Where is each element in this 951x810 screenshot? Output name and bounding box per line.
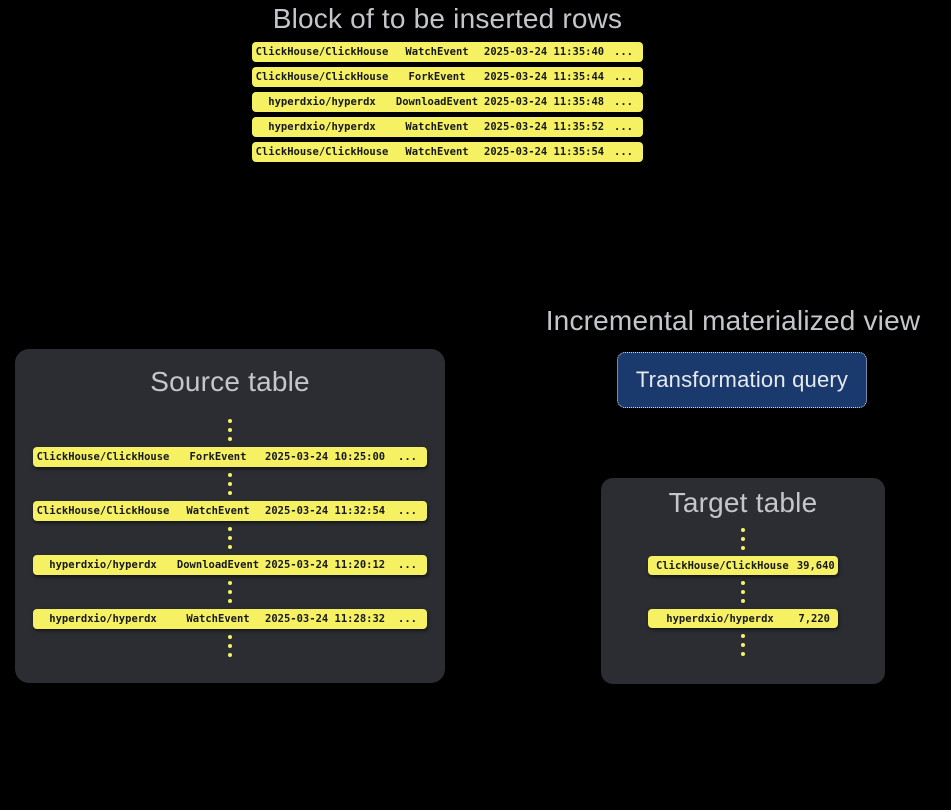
table-row: ClickHouse/ClickHouse WatchEvent 2025-03… xyxy=(252,142,643,162)
table-row: ClickHouse/ClickHouse WatchEvent 2025-03… xyxy=(252,42,643,62)
ellipsis-cell: ... xyxy=(614,96,633,108)
timestamp-cell: 2025-03-24 11:35:48 xyxy=(484,96,605,108)
dot xyxy=(741,537,745,541)
count-cell: 39,640 xyxy=(796,559,835,572)
repo-cell: ClickHouse/ClickHouse xyxy=(255,71,389,83)
ellipsis-dots xyxy=(228,635,232,657)
dot xyxy=(228,635,232,639)
dot xyxy=(228,653,232,657)
dot xyxy=(741,528,745,532)
dot xyxy=(741,634,745,638)
dot xyxy=(228,473,232,477)
timestamp-cell: 2025-03-24 11:35:54 xyxy=(484,146,605,158)
ellipsis-cell: ... xyxy=(398,613,417,625)
target-table-box: Target table ClickHouse/ClickHouse 39,64… xyxy=(601,478,885,684)
table-row: hyperdxio/hyperdx DownloadEvent 2025-03-… xyxy=(33,555,427,575)
dot xyxy=(228,527,232,531)
count-cell: 7,220 xyxy=(798,612,830,625)
dot xyxy=(228,428,232,432)
repo-cell: hyperdxio/hyperdx xyxy=(49,613,157,625)
dot xyxy=(741,599,745,603)
table-row: hyperdxio/hyperdx DownloadEvent 2025-03-… xyxy=(252,92,643,112)
table-row: hyperdxio/hyperdx WatchEvent 2025-03-24 … xyxy=(252,117,643,137)
event-cell: WatchEvent xyxy=(186,613,250,625)
repo-cell: ClickHouse/ClickHouse xyxy=(36,505,170,517)
transformation-query-button: Transformation query xyxy=(617,352,867,408)
target-table-title: Target table xyxy=(668,487,818,518)
timestamp-cell: 2025-03-24 11:35:40 xyxy=(484,46,605,58)
ellipsis-dots xyxy=(228,527,232,549)
dot xyxy=(741,546,745,550)
table-row: ClickHouse/ClickHouse ForkEvent 2025-03-… xyxy=(33,447,427,467)
event-cell: WatchEvent xyxy=(405,46,469,58)
ellipsis-dots xyxy=(741,634,745,656)
ellipsis-dots xyxy=(741,581,745,603)
dot xyxy=(228,581,232,585)
ellipsis-cell: ... xyxy=(614,146,633,158)
repo-cell: ClickHouse/ClickHouse xyxy=(656,559,789,572)
event-cell: ForkEvent xyxy=(408,71,466,83)
repo-cell: ClickHouse/ClickHouse xyxy=(255,146,389,158)
table-row: ClickHouse/ClickHouse ForkEvent 2025-03-… xyxy=(252,67,643,87)
ellipsis-cell: ... xyxy=(398,559,417,571)
event-cell: WatchEvent xyxy=(186,505,250,517)
event-cell: ForkEvent xyxy=(189,451,247,463)
repo-cell: hyperdxio/hyperdx xyxy=(666,612,774,625)
dot xyxy=(228,590,232,594)
dot xyxy=(741,581,745,585)
dot xyxy=(228,482,232,486)
ellipsis-cell: ... xyxy=(398,505,417,517)
event-cell: DownloadEvent xyxy=(176,559,260,571)
dot xyxy=(741,652,745,656)
table-row: ClickHouse/ClickHouse WatchEvent 2025-03… xyxy=(33,501,427,521)
repo-cell: ClickHouse/ClickHouse xyxy=(255,46,389,58)
ellipsis-cell: ... xyxy=(614,46,633,58)
repo-cell: hyperdxio/hyperdx xyxy=(268,121,376,133)
timestamp-cell: 2025-03-24 11:35:52 xyxy=(484,121,605,133)
dot xyxy=(228,437,232,441)
ellipsis-cell: ... xyxy=(398,451,417,463)
table-row: hyperdxio/hyperdx 7,220 xyxy=(648,609,838,628)
dot xyxy=(228,545,232,549)
table-row: hyperdxio/hyperdx WatchEvent 2025-03-24 … xyxy=(33,609,427,629)
timestamp-cell: 2025-03-24 11:32:54 xyxy=(265,505,386,517)
ellipsis-dots xyxy=(228,473,232,495)
insert-block-title: Block of to be inserted rows xyxy=(272,3,623,34)
ellipsis-dots xyxy=(741,528,745,550)
repo-cell: hyperdxio/hyperdx xyxy=(49,559,157,571)
event-cell: WatchEvent xyxy=(405,146,469,158)
source-table-title: Source table xyxy=(150,366,310,397)
dot xyxy=(228,599,232,603)
source-table-rows: ClickHouse/ClickHouse ForkEvent 2025-03-… xyxy=(33,419,427,657)
timestamp-cell: 2025-03-24 11:35:44 xyxy=(484,71,605,83)
dot xyxy=(228,419,232,423)
insert-block-rows: ClickHouse/ClickHouse WatchEvent 2025-03… xyxy=(252,42,643,167)
dot xyxy=(741,590,745,594)
event-cell: DownloadEvent xyxy=(395,96,479,108)
dot xyxy=(741,643,745,647)
materialized-view-title: Incremental materialized view xyxy=(545,305,921,336)
ellipsis-cell: ... xyxy=(614,121,633,133)
source-table-box: Source table ClickHouse/ClickHouse ForkE… xyxy=(15,349,445,683)
timestamp-cell: 2025-03-24 11:20:12 xyxy=(265,559,386,571)
ellipsis-cell: ... xyxy=(614,71,633,83)
table-row: ClickHouse/ClickHouse 39,640 xyxy=(648,556,838,575)
event-cell: WatchEvent xyxy=(405,121,469,133)
dot xyxy=(228,536,232,540)
dot xyxy=(228,644,232,648)
timestamp-cell: 2025-03-24 10:25:00 xyxy=(265,451,386,463)
repo-cell: hyperdxio/hyperdx xyxy=(268,96,376,108)
ellipsis-dots xyxy=(228,419,232,441)
dot xyxy=(228,491,232,495)
timestamp-cell: 2025-03-24 11:28:32 xyxy=(265,613,386,625)
repo-cell: ClickHouse/ClickHouse xyxy=(36,451,170,463)
ellipsis-dots xyxy=(228,581,232,603)
target-table-rows: ClickHouse/ClickHouse 39,640 hyperdxio/h… xyxy=(648,528,838,656)
